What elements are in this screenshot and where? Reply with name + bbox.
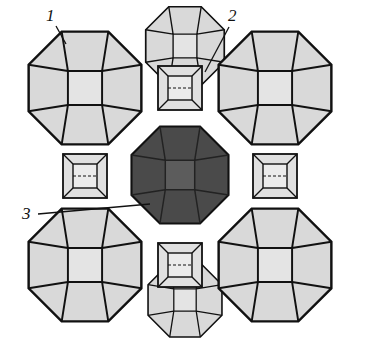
leader-line (38, 204, 150, 214)
callout-number: 3 (20, 204, 33, 223)
callout-number: 1 (44, 6, 57, 25)
leader-line (56, 26, 66, 44)
callout-number: 2 (226, 6, 239, 25)
leader-line (205, 27, 229, 72)
